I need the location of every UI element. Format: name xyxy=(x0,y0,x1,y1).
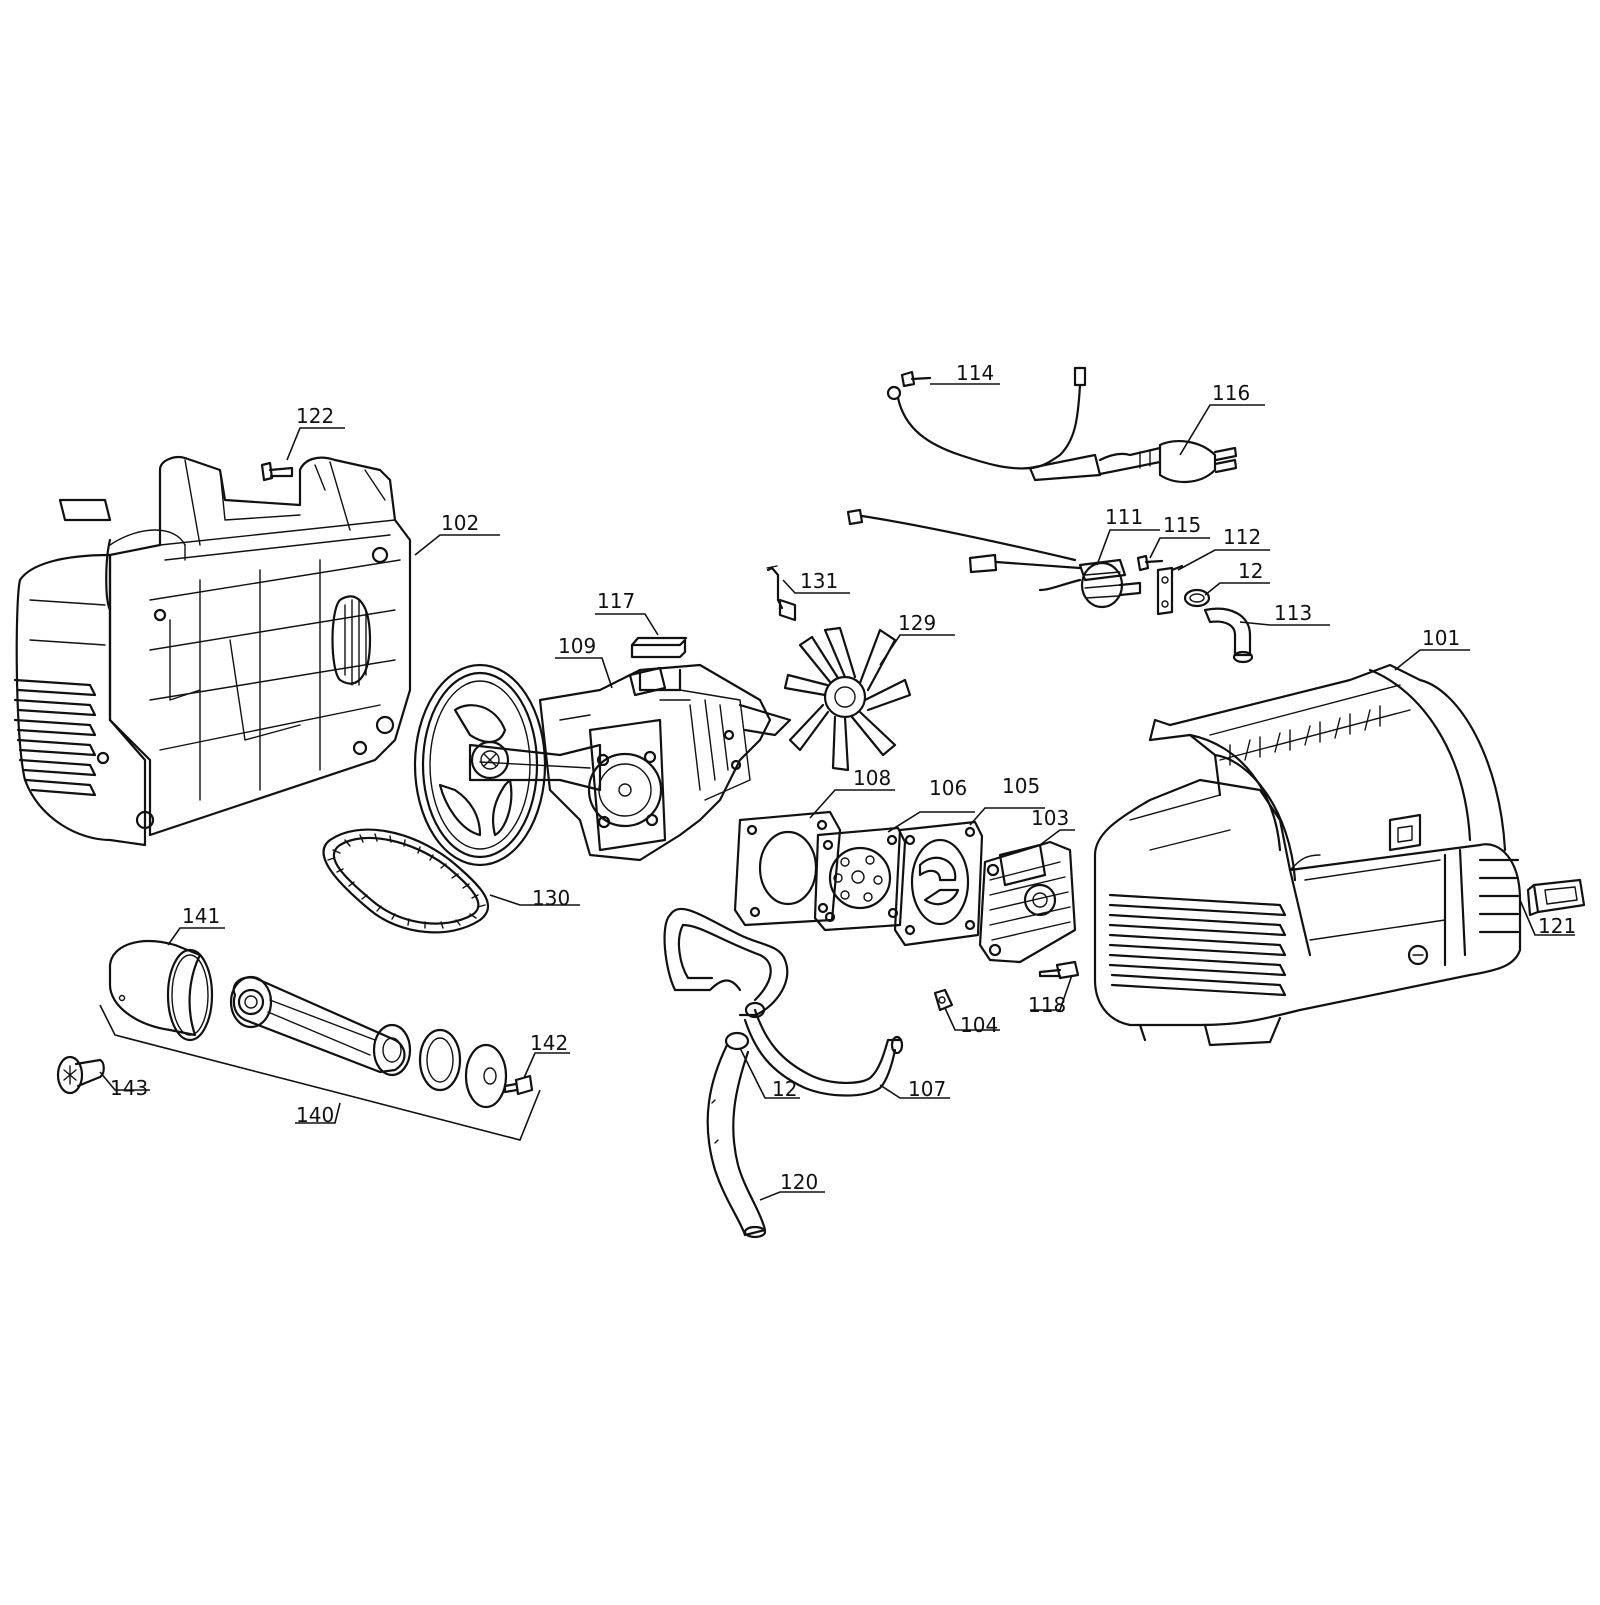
part-103-cylinder-head xyxy=(978,840,1077,964)
callout-105: 105 xyxy=(1002,774,1040,798)
part-143-screw xyxy=(56,1055,105,1095)
callout-130: 130 xyxy=(532,886,570,910)
part-140-retainer xyxy=(464,1043,508,1109)
part-101-right-housing xyxy=(1093,663,1522,1047)
callout-142: 142 xyxy=(530,1031,568,1055)
part-122-screw xyxy=(260,461,294,482)
callout-113: 113 xyxy=(1274,601,1312,625)
callout-103: 103 xyxy=(1031,806,1069,830)
part-113-hose xyxy=(1203,607,1254,664)
callout-109: 109 xyxy=(558,634,596,658)
part-107-outlet-tube xyxy=(663,907,904,1097)
callout-12: 12 xyxy=(1238,559,1263,583)
callout-143: 143 xyxy=(110,1076,148,1100)
callout-102: 102 xyxy=(441,511,479,535)
callout-111: 111 xyxy=(1105,505,1143,529)
callout-12-lower: 12 xyxy=(772,1077,797,1101)
callout-104: 104 xyxy=(960,1013,998,1037)
part-106-valve-plate xyxy=(813,826,907,932)
callout-101: 101 xyxy=(1422,626,1460,650)
callout-108: 108 xyxy=(853,766,891,790)
part-130-belt xyxy=(322,828,490,934)
callout-129: 129 xyxy=(898,611,936,635)
callout-118: 118 xyxy=(1028,993,1066,1017)
part-118-bolt xyxy=(1038,960,1080,980)
part-131-brush xyxy=(766,565,797,622)
part-108-gasket xyxy=(733,810,842,927)
callout-114: 114 xyxy=(956,361,994,385)
part-140-connecting-rod xyxy=(229,975,412,1077)
callout-116: 116 xyxy=(1212,381,1250,405)
part-114-screw xyxy=(900,370,932,388)
callout-labels: 114 116 122 102 111 115 112 12 113 131 1… xyxy=(110,361,1576,1194)
part-12-clamp-upper xyxy=(1183,588,1211,608)
part-102-left-housing xyxy=(13,456,412,847)
leader-140-bracket xyxy=(99,1004,541,1141)
callout-115: 115 xyxy=(1163,513,1201,537)
part-120-hose xyxy=(706,1043,767,1239)
callout-122: 122 xyxy=(296,404,334,428)
part-140-valve-disc xyxy=(418,1028,462,1092)
part-12-clamp-lower xyxy=(724,1001,766,1051)
callout-141: 141 xyxy=(182,904,220,928)
callout-106: 106 xyxy=(929,776,967,800)
callout-140: 140 xyxy=(296,1103,334,1127)
part-105-gasket xyxy=(893,820,984,947)
part-111-pressure-switch xyxy=(846,508,1142,609)
part-142-screw xyxy=(503,1074,534,1096)
callout-117: 117 xyxy=(597,589,635,613)
part-109-motor-pump xyxy=(413,663,792,867)
part-129-fan xyxy=(783,626,912,772)
part-116-power-cord xyxy=(886,366,1238,484)
part-141-cylinder-sleeve xyxy=(108,940,214,1042)
part-121-switch xyxy=(1526,878,1586,917)
part-117-filter xyxy=(630,636,688,659)
callout-107: 107 xyxy=(908,1077,946,1101)
leader-lines xyxy=(99,383,1575,1201)
callout-120: 120 xyxy=(780,1170,818,1194)
callout-131: 131 xyxy=(800,569,838,593)
part-104-clip xyxy=(933,988,954,1012)
callout-112: 112 xyxy=(1223,525,1261,549)
part-115-screw xyxy=(1136,554,1164,572)
part-112-bracket xyxy=(1156,564,1184,616)
callout-121: 121 xyxy=(1538,914,1576,938)
